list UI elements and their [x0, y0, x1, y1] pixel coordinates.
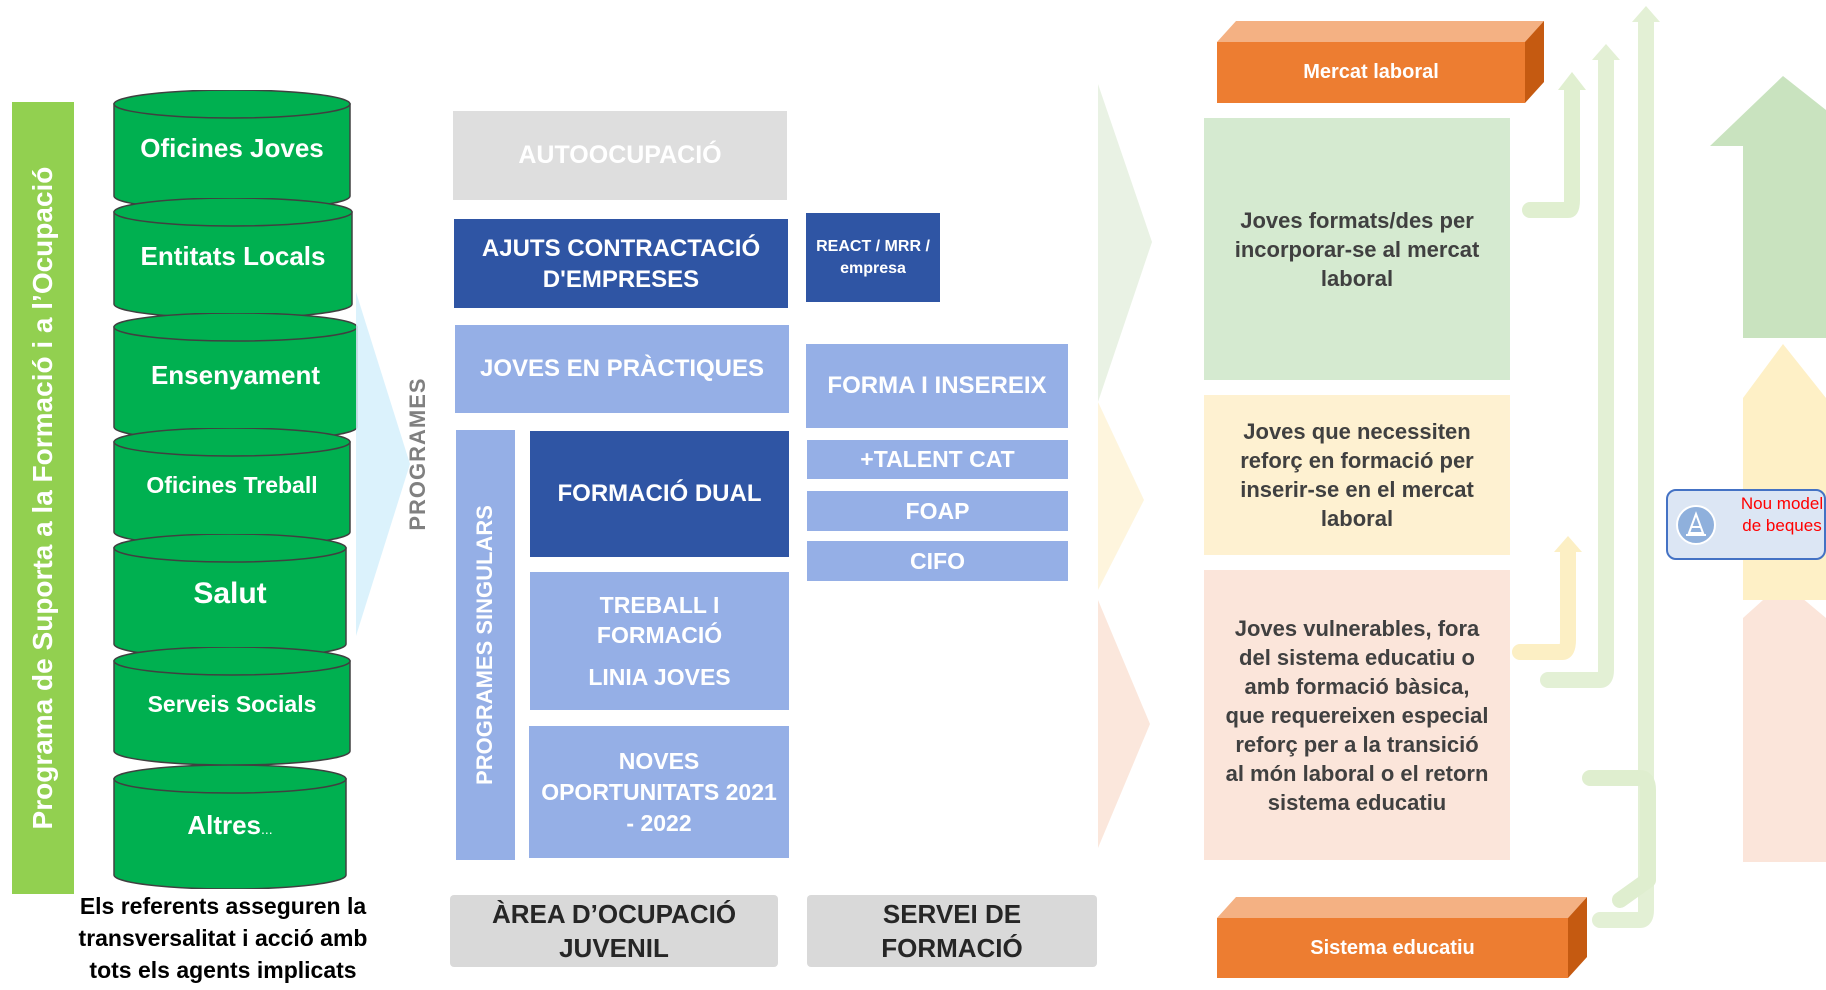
green-chevron [1098, 84, 1152, 402]
box-forma-insereix: FORMA I INSEREIX [806, 344, 1068, 428]
flow-head-1 [1558, 72, 1586, 90]
cylinder-label-text: Entitats Locals [140, 241, 326, 272]
cylinder-label: Entitats Locals [113, 241, 353, 272]
nou-model-badge: Nou model de beques [1666, 489, 1826, 560]
target-reforc: Joves que necessiten reforç en formació … [1204, 395, 1510, 555]
linia-joves-text: LINIA JOVES [588, 664, 731, 690]
referents-note: Els referents asseguren la transversalit… [78, 893, 368, 983]
cylinder-7: Altres... [113, 765, 347, 889]
flow-arrow-yellow [1512, 544, 1576, 660]
cylinder-label: Altres... [113, 810, 347, 841]
cylinder-label-text: Serveis Socials [147, 691, 317, 718]
cylinder-label: Serveis Socials [113, 691, 351, 718]
box-foap: FOAP [807, 491, 1068, 531]
box-talent-cat: +TALENT CAT [807, 440, 1068, 479]
cylinder-label-text: Ensenyament [150, 360, 321, 391]
cylinder-label-text: Altres [187, 810, 262, 841]
peach-chevron [1098, 600, 1150, 848]
flow-head-2 [1592, 44, 1620, 60]
box-formacio-dual: FORMACIÓ DUAL [530, 431, 789, 557]
box-treball-formacio: TREBALL I FORMACIÓ LINIA JOVES [530, 572, 789, 710]
cylinder-label-text: Salut [193, 576, 267, 610]
mercat-laboral-label: Mercat laboral [1303, 61, 1439, 83]
programes-singulars-label: PROGRAMES SINGULARS [472, 505, 497, 785]
yellow-up-arrow [1743, 344, 1826, 600]
nou-model-icon [1676, 505, 1716, 545]
target-formats: Joves formats/des per incorporar-se al m… [1204, 118, 1510, 380]
cylinder-5: Salut [113, 534, 347, 658]
flow-arrow-long-green [1592, 12, 1654, 928]
box-ajuts-contractacio: AJUTS CONTRACTACIÓ D'EMPRESES [454, 219, 788, 308]
sistema-educatiu-label: Sistema educatiu [1310, 936, 1475, 959]
area-servei-formacio: SERVEI DE FORMACIÓ [807, 895, 1097, 967]
box-cifo: CIFO [807, 541, 1068, 581]
box-noves-oportunitats: NOVES OPORTUNITATS 2021 - 2022 [529, 726, 789, 858]
cylinder-label: Oficines Treball [113, 472, 351, 499]
box-joves-practiques: JOVES EN PRÀCTIQUES [455, 325, 789, 413]
box-react-mrr: REACT / MRR / empresa [806, 213, 940, 302]
flow-arrow-bottom-green [1582, 770, 1656, 908]
area-ocupacio-juvenil: ÀREA D’OCUPACIÓ JUVENIL [450, 895, 778, 967]
yellow-chevron [1098, 402, 1144, 590]
cylinder-label-suffix: ... [261, 821, 273, 838]
green-up-arrow [1710, 76, 1826, 338]
programes-label: PROGRAMES [405, 377, 430, 531]
nou-model-text: Nou model de beques [1740, 494, 1824, 535]
target-vulnerables: Joves vulnerables, fora del sistema educ… [1204, 570, 1510, 860]
flow-arrow-mid-green [1540, 52, 1614, 688]
cylinder-label: Oficines Joves [113, 133, 351, 164]
cylinder-label: Salut [113, 577, 347, 611]
cylinder-label-text: Oficines Joves [140, 133, 324, 164]
flow-head-3 [1632, 6, 1660, 22]
peach-up-arrow [1743, 582, 1826, 862]
cylinder-label: Ensenyament [113, 360, 358, 391]
program-banner: Programa de Suporta a la Formació i a l’… [12, 102, 74, 894]
light-blue-chevron [356, 292, 410, 636]
flow-arrow-top-green [1522, 82, 1580, 218]
treball-formacio-text: TREBALL I FORMACIÓ [596, 592, 723, 648]
box-programes-singulars: PROGRAMES SINGULARS [456, 430, 515, 860]
cylinder-label-text: Oficines Treball [146, 472, 318, 499]
flow-head-4 [1554, 536, 1582, 552]
box-autoocupacio: AUTOOCUPACIÓ [453, 111, 787, 200]
